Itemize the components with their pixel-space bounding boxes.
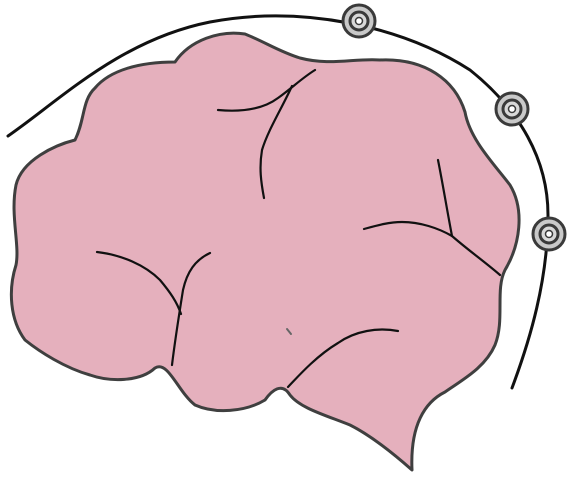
electrode-top: [343, 5, 375, 37]
brain-icon: [11, 33, 519, 470]
electrode-middle: [496, 93, 528, 125]
electrode-lower: [533, 218, 565, 250]
